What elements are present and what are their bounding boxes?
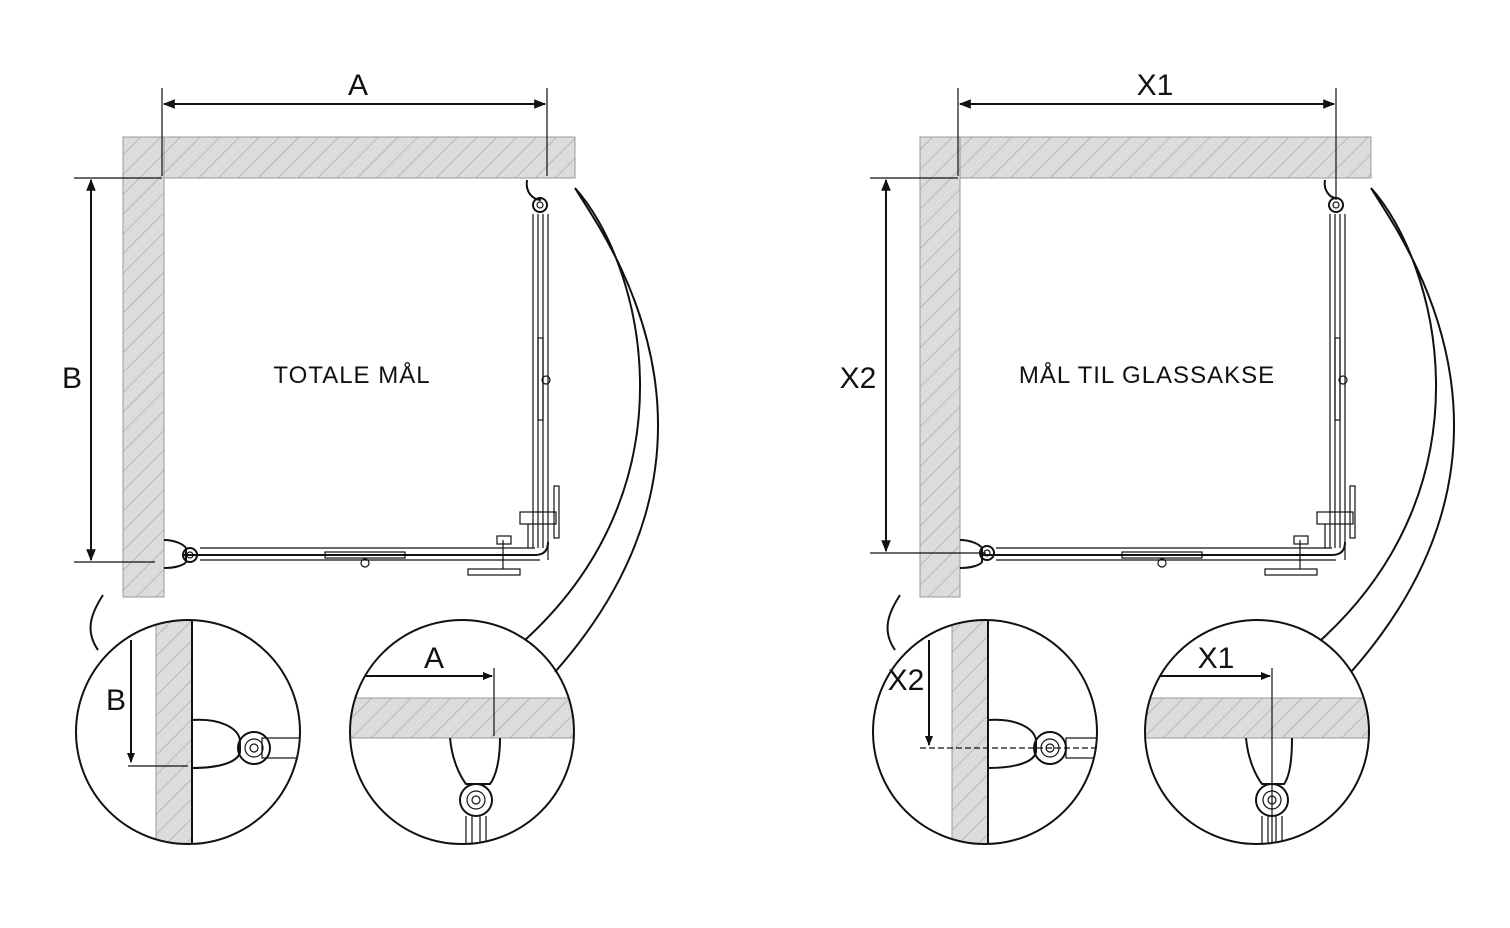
panel-total: A B TOTALE MÅL <box>62 69 659 845</box>
detail-left-label: X2 <box>888 664 925 697</box>
dimension-x1-label: X1 <box>1137 69 1174 102</box>
side-wall <box>919 136 961 598</box>
shower-enclosure <box>163 179 560 576</box>
dimension-a-label: A <box>348 69 368 102</box>
dimension-b-label: B <box>62 362 82 395</box>
callout-left-tail <box>89 594 104 651</box>
callout-right-tail <box>524 187 659 673</box>
dimension-x2-label: X2 <box>840 362 877 395</box>
detail-circle-right: X1 <box>1144 619 1370 845</box>
detail-circle-right: A <box>349 619 575 845</box>
panel-title: TOTALE MÅL <box>273 361 430 389</box>
callout-left-tail <box>886 594 901 651</box>
panel-glass-axis: X1 X2 MÅL TIL GLASSAKSE <box>840 69 1455 845</box>
callout-right-tail <box>1320 187 1455 673</box>
detail-circle-left: X2 <box>872 619 1098 845</box>
side-wall <box>122 136 165 598</box>
panel-title: MÅL TIL GLASSAKSE <box>1019 361 1275 389</box>
detail-right-label: A <box>424 642 444 675</box>
back-wall <box>919 136 1372 179</box>
detail-left-label: B <box>106 684 126 717</box>
detail-right-label: X1 <box>1198 642 1235 675</box>
back-wall <box>122 136 576 179</box>
shower-enclosure <box>959 179 1356 576</box>
detail-circle-left: B <box>75 619 301 845</box>
